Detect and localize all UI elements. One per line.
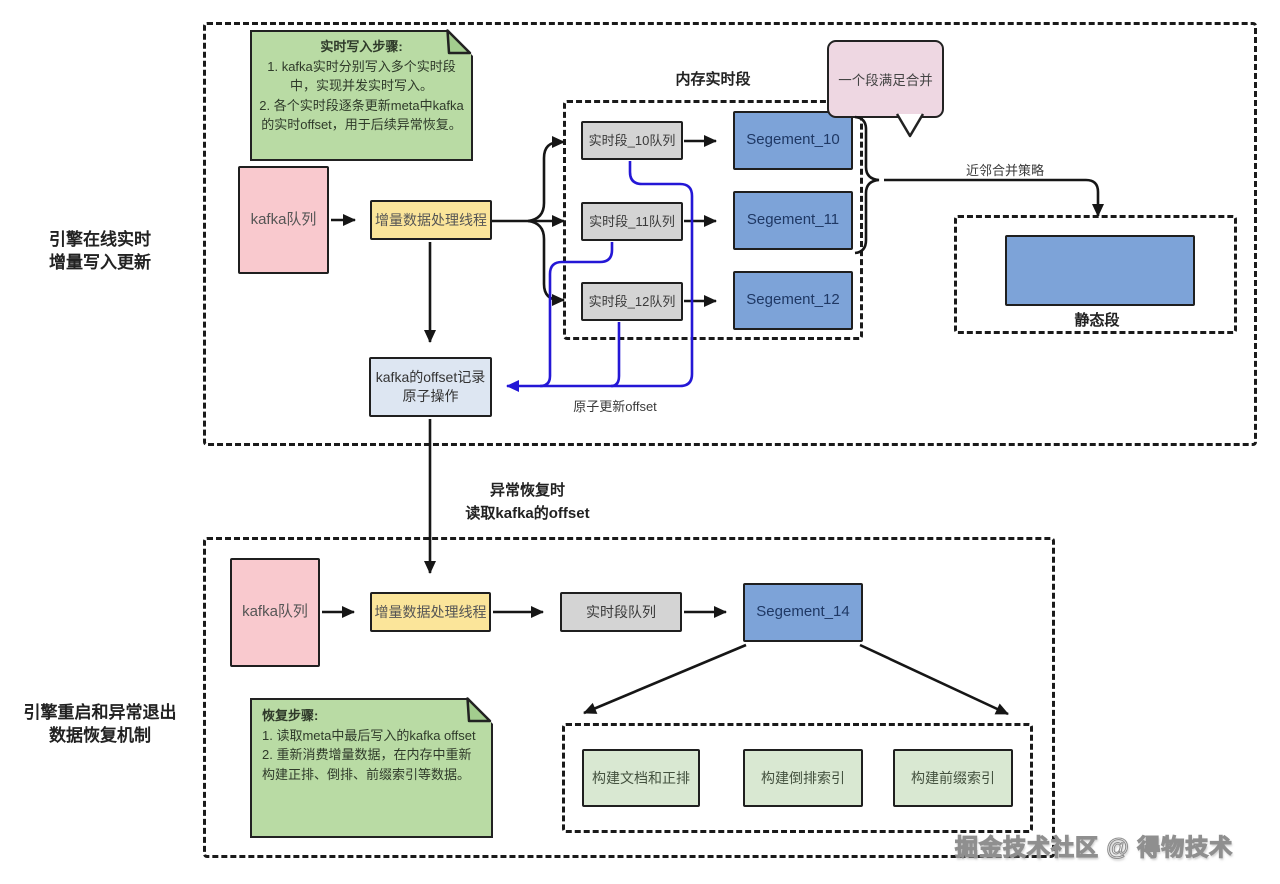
rt-queue-10-box: 实时段_10队列	[581, 121, 683, 160]
process-thread-label-bottom: 增量数据处理线程	[374, 603, 487, 620]
rt-queue-box-bottom: 实时段队列	[560, 592, 682, 632]
note-step2: 2. 各个实时段逐条更新meta中kafka的实时offset，用于后续异常恢复…	[259, 97, 464, 133]
watermark: 掘金技术社区 @ 得物技术	[954, 833, 1234, 860]
offset-record-box: kafka的offset记录 原子操作	[369, 357, 492, 417]
note-dogear-icon	[446, 29, 474, 57]
recovery-read-label-line1: 异常恢复时	[489, 482, 565, 499]
build-prefix-index-label: 构建前缀索引	[911, 769, 995, 786]
recovery-side-label-line2: 数据恢复机制	[49, 725, 151, 745]
recovery-region	[203, 537, 1055, 858]
online-write-side-label: 引擎在线实时 增量写入更新	[20, 229, 180, 275]
static-segment-box	[1005, 235, 1195, 306]
segment-11-box: Segement_11	[733, 191, 853, 250]
kafka-queue-box-top: kafka队列	[238, 166, 329, 274]
recovery-note-step1: 1. 读取meta中最后写入的kafka offset	[262, 727, 476, 743]
merge-strategy-label: 近邻合并策略	[965, 163, 1044, 178]
memory-region-label: 内存实时段	[675, 71, 751, 88]
online-write-region	[203, 22, 1257, 446]
segment-12-box: Segement_12	[733, 271, 853, 330]
realtime-write-steps-note: 实时写入步骤: 1. kafka实时分别写入多个实时段中，实现并发实时写入。 2…	[250, 29, 474, 161]
atomic-update-label: 原子更新offset	[573, 399, 657, 414]
segment-12-label: Segement_12	[746, 291, 840, 309]
static-segment-label: 静态段	[1074, 312, 1120, 329]
merge-callout-label: 一个段满足合并	[838, 73, 933, 88]
recovery-note-title: 恢复步骤:	[262, 708, 319, 723]
process-thread-box-bottom: 增量数据处理线程	[370, 592, 491, 632]
build-inverted-index-label: 构建倒排索引	[761, 769, 845, 786]
segment-14-label: Segement_14	[756, 603, 850, 621]
kafka-queue-label-bottom: kafka队列	[242, 603, 308, 621]
recovery-steps-note: 恢复步骤: 1. 读取meta中最后写入的kafka offset 2. 重新消…	[250, 697, 494, 838]
online-write-side-label-line2: 增量写入更新	[49, 252, 151, 272]
note-title: 实时写入步骤:	[320, 39, 403, 54]
recovery-side-label: 引擎重启和异常退出 数据恢复机制	[10, 702, 190, 748]
build-prefix-index-box: 构建前缀索引	[893, 749, 1013, 807]
note-dogear-icon	[466, 697, 494, 725]
rt-queue-10-label: 实时段_10队列	[588, 132, 676, 148]
rt-queue-12-label: 实时段_12队列	[588, 293, 676, 309]
rt-queue-12-box: 实时段_12队列	[581, 282, 683, 321]
segment-11-label: Segement_11	[746, 211, 840, 229]
recovery-side-label-line1: 引擎重启和异常退出	[23, 703, 177, 722]
segment-10-label: Segement_10	[746, 131, 840, 149]
online-write-side-label-line1: 引擎在线实时	[49, 230, 151, 249]
recovery-read-label: 异常恢复时 读取kafka的offset	[440, 480, 615, 525]
rt-queue-11-label: 实时段_11队列	[589, 213, 675, 229]
recovery-note-step2: 2. 重新消费增量数据，在内存中重新构建正排、倒排、前缀索引等数据。	[262, 747, 472, 782]
offset-record-line1: kafka的offset记录	[375, 369, 486, 386]
rt-queue-11-box: 实时段_11队列	[581, 202, 683, 241]
kafka-queue-label-top: kafka队列	[250, 210, 317, 228]
build-doc-forward-box: 构建文档和正排	[582, 749, 700, 807]
recovery-read-label-line2: 读取kafka的offset	[465, 504, 590, 522]
merge-callout: 一个段满足合并	[827, 40, 944, 118]
process-thread-box-top: 增量数据处理线程	[370, 200, 492, 240]
offset-record-line2: 原子操作	[402, 388, 459, 404]
note-step1: 1. kafka实时分别写入多个实时段中，实现并发实时写入。	[267, 58, 456, 94]
segment-10-box: Segement_10	[733, 111, 853, 170]
build-index-region	[562, 723, 1033, 833]
build-doc-forward-label: 构建文档和正排	[592, 769, 690, 786]
build-inverted-index-box: 构建倒排索引	[743, 749, 863, 807]
kafka-queue-box-bottom: kafka队列	[230, 558, 320, 667]
segment-14-box: Segement_14	[743, 583, 863, 642]
process-thread-label-top: 增量数据处理线程	[375, 211, 487, 228]
rt-queue-label-bottom: 实时段队列	[586, 603, 656, 620]
